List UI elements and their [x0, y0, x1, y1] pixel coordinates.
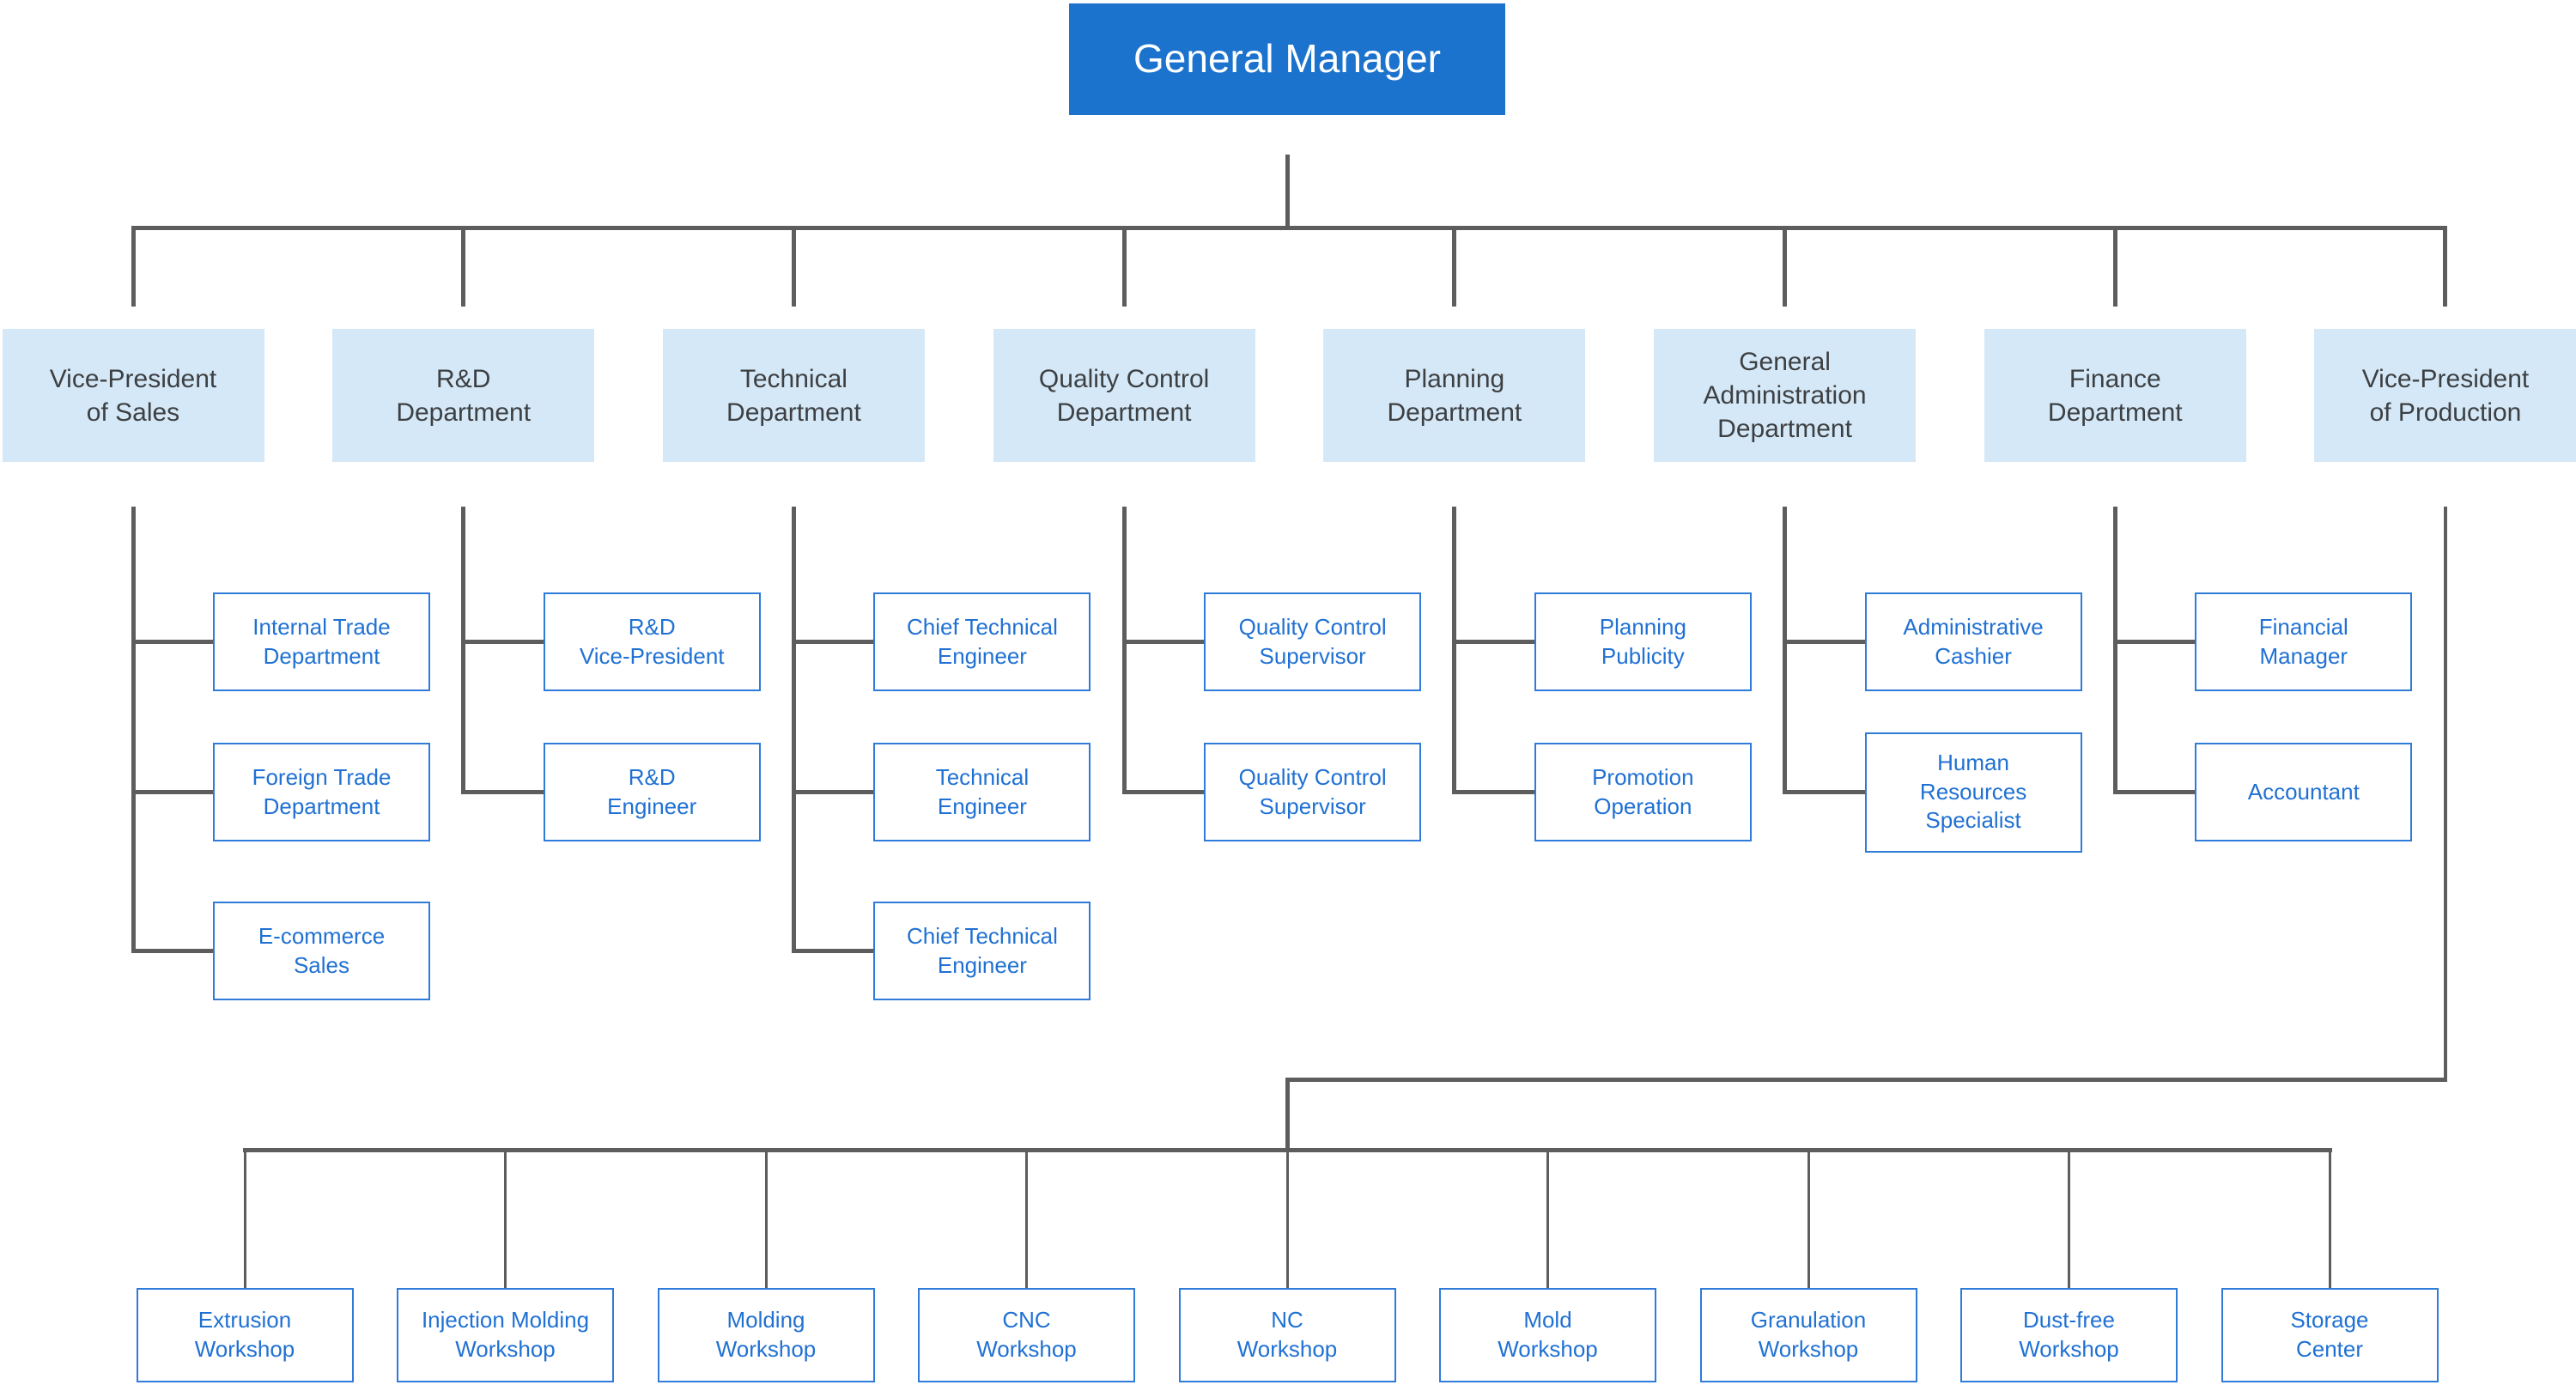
- connector-line: [131, 640, 213, 644]
- connector-line: [1285, 1077, 1290, 1152]
- connector-line: [461, 507, 466, 794]
- connector-line: [1546, 1151, 1549, 1288]
- connector-line: [1452, 790, 1534, 794]
- dept-node-general-administration-department: General Administration Department: [1654, 329, 1917, 462]
- connector-line: [1121, 507, 1127, 794]
- connector-line: [791, 790, 874, 794]
- connector-line: [1121, 640, 1205, 644]
- connector-line: [131, 507, 136, 953]
- org-node-general-manager: General Manager: [1069, 3, 1505, 115]
- connector-line: [131, 225, 2448, 230]
- connector-line: [461, 790, 544, 794]
- dept-node-finance-department: Finance Department: [1984, 329, 2246, 462]
- connector-line: [1452, 507, 1457, 794]
- connector-line: [243, 1151, 246, 1288]
- connector-line: [2112, 790, 2196, 794]
- leaf-node-quality-control-supervisor: Quality Control Supervisor: [1204, 743, 1422, 841]
- leaf-node-internal-trade-department: Internal Trade Department: [213, 592, 430, 691]
- connector-line: [2328, 1151, 2331, 1288]
- connector-line: [1452, 640, 1534, 644]
- connector-line: [791, 949, 874, 953]
- connector-line: [1807, 1151, 1810, 1288]
- workshop-node-granulation-workshop: Granulation Workshop: [1699, 1288, 1917, 1382]
- workshop-node-injection-molding-workshop: Injection Molding Workshop: [397, 1288, 614, 1382]
- connector-line: [1783, 507, 1788, 794]
- leaf-node-e-commerce-sales: E-commerce Sales: [213, 902, 430, 1000]
- leaf-node-administrative-cashier: Administrative Cashier: [1864, 592, 2082, 691]
- leaf-node-accountant: Accountant: [2195, 743, 2413, 841]
- workshop-node-dust-free-workshop: Dust-free Workshop: [1960, 1288, 2178, 1382]
- connector-line: [1121, 790, 1205, 794]
- leaf-node-chief-technical-engineer: Chief Technical Engineer: [873, 902, 1091, 1000]
- connector-line: [131, 790, 213, 794]
- connector-line: [131, 949, 213, 953]
- connector-line: [1783, 640, 1865, 644]
- dept-node-vice-president-of-production: Vice-President of Production: [2314, 329, 2576, 462]
- connector-line: [2443, 225, 2448, 307]
- connector-line: [2068, 1151, 2070, 1288]
- leaf-node-randd-engineer: R&D Engineer: [543, 743, 761, 841]
- workshop-node-storage-center: Storage Center: [2221, 1288, 2439, 1382]
- leaf-node-quality-control-supervisor: Quality Control Supervisor: [1204, 592, 1422, 691]
- workshop-node-extrusion-workshop: Extrusion Workshop: [136, 1288, 354, 1382]
- leaf-node-foreign-trade-department: Foreign Trade Department: [213, 743, 430, 841]
- connector-line: [461, 640, 544, 644]
- leaf-node-financial-manager: Financial Manager: [2195, 592, 2413, 691]
- leaf-node-technical-engineer: Technical Engineer: [873, 743, 1091, 841]
- workshop-node-molding-workshop: Molding Workshop: [657, 1288, 875, 1382]
- connector-line: [2112, 640, 2196, 644]
- workshop-node-cnc-workshop: CNC Workshop: [918, 1288, 1135, 1382]
- dept-node-vice-president-of-sales: Vice-President of Sales: [2, 329, 264, 462]
- connector-line: [2443, 507, 2447, 1082]
- connector-line: [791, 640, 874, 644]
- connector-line: [504, 1151, 507, 1288]
- dept-node-planning-department: Planning Department: [1323, 329, 1586, 462]
- leaf-node-randd-vice-president: R&D Vice-President: [543, 592, 761, 691]
- connector-line: [1285, 155, 1290, 230]
- connector-line: [1783, 225, 1788, 307]
- dept-node-quality-control-department: Quality Control Department: [993, 329, 1255, 462]
- connector-line: [1783, 790, 1865, 794]
- connector-line: [1452, 225, 1457, 307]
- connector-line: [791, 225, 796, 307]
- connector-line: [461, 225, 466, 307]
- connector-line: [2112, 225, 2117, 307]
- connector-line: [764, 1151, 768, 1288]
- dept-node-technical-department: Technical Department: [662, 329, 925, 462]
- leaf-node-chief-technical-engineer: Chief Technical Engineer: [873, 592, 1091, 691]
- leaf-node-human-resources-specialist: Human Resources Specialist: [1864, 732, 2082, 853]
- connector-line: [1285, 1151, 1289, 1288]
- connector-line: [1025, 1151, 1028, 1288]
- workshop-node-nc-workshop: NC Workshop: [1178, 1288, 1396, 1382]
- connector-line: [791, 507, 796, 953]
- connector-line: [131, 225, 136, 307]
- connector-line: [242, 1147, 2332, 1152]
- dept-node-randd-department: R&D Department: [332, 329, 595, 462]
- leaf-node-planning-publicity: Planning Publicity: [1534, 592, 1752, 691]
- leaf-node-promotion-operation: Promotion Operation: [1534, 743, 1752, 841]
- workshop-node-mold-workshop: Mold Workshop: [1439, 1288, 1656, 1382]
- connector-line: [1121, 225, 1127, 307]
- connector-line: [2112, 507, 2117, 794]
- connector-line: [1285, 1077, 2448, 1082]
